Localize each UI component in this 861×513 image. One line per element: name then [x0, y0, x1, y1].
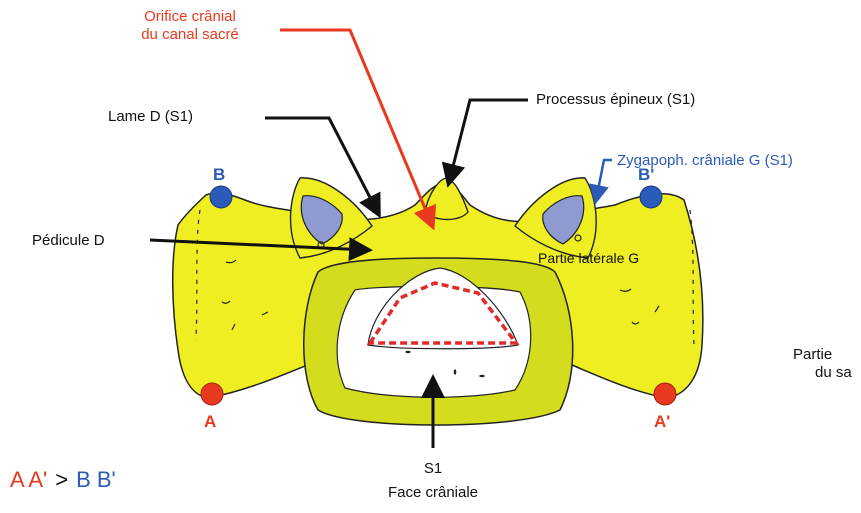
label-orifice: Orifice crânial du canal sacré: [110, 8, 270, 44]
point-Aprime-marker: [654, 383, 676, 405]
label-lame: Lame D (S1): [108, 108, 193, 126]
formula-lhs: A A': [10, 467, 47, 492]
label-partie-cut: Partie du sa: [793, 346, 852, 382]
point-Bprime-marker: [640, 186, 662, 208]
point-Aprime: A': [654, 412, 670, 432]
label-processus: Processus épineux (S1): [536, 91, 695, 109]
point-A: A: [204, 412, 216, 432]
leader-zygapoph: [596, 160, 612, 200]
formula-rhs: B B': [76, 467, 116, 492]
formula-operator: >: [47, 467, 76, 492]
formula: A A'>B B': [10, 467, 116, 493]
point-B-marker: [210, 186, 232, 208]
leader-processus: [449, 100, 528, 182]
point-B: B: [213, 165, 225, 185]
label-partie-laterale: Partie latérale G: [538, 249, 639, 267]
spinous-process: [425, 178, 468, 220]
point-Bprime: B': [638, 165, 654, 185]
label-s1: S1 Face crâniale: [360, 460, 506, 502]
label-pedicule: Pédicule D: [32, 232, 105, 250]
point-A-marker: [201, 383, 223, 405]
